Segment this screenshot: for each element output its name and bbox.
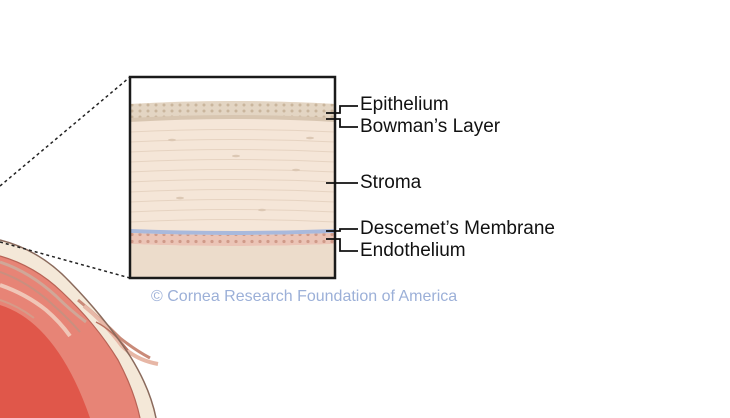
label-bowmans-layer: Bowman’s Layer	[360, 116, 501, 137]
bowmans-layer	[130, 115, 335, 122]
label-epithelium: Epithelium	[360, 94, 449, 115]
keratocytes	[168, 136, 314, 212]
endothelium-layer	[130, 233, 335, 246]
label-descemets-membrane: Descemet’s Membrane	[360, 218, 556, 239]
stroma-lamellae	[130, 129, 335, 223]
anterior-chamber	[130, 244, 335, 278]
leader-lines	[326, 105, 358, 252]
zoom-line-top	[0, 76, 131, 187]
epithelium-layer	[130, 101, 335, 120]
label-stroma: Stroma	[360, 172, 422, 193]
inset-frame	[128, 75, 337, 280]
eye-cross-section	[0, 239, 159, 418]
zoom-line-bottom	[0, 241, 131, 279]
label-endothelium: Endothelium	[360, 240, 466, 261]
copyright-credit: © Cornea Research Foundation of America	[151, 288, 458, 305]
cornea-inset	[130, 77, 335, 278]
descemets-membrane-layer	[130, 229, 335, 235]
